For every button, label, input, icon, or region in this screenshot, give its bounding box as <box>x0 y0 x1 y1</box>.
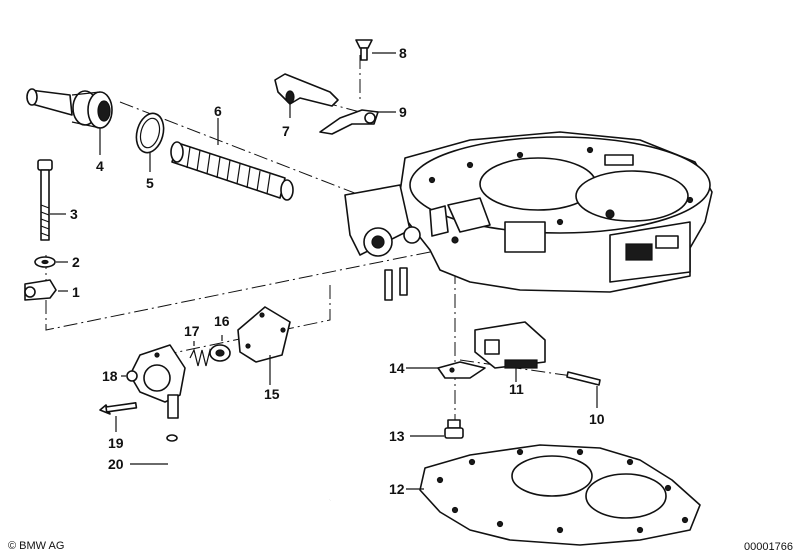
part-13-screw <box>444 419 464 439</box>
callout-6: 6 <box>214 103 222 119</box>
part-14-lever-plate <box>437 361 486 379</box>
callout-19: 19 <box>108 435 124 451</box>
callout-12: 12 <box>389 481 405 497</box>
callout-7: 7 <box>282 123 290 139</box>
part-10-pin <box>566 371 601 386</box>
carburettor-body <box>399 131 713 293</box>
part-3-bolt <box>37 159 53 241</box>
part-15-diaphragm <box>237 306 291 375</box>
callout-3: 3 <box>70 206 78 222</box>
part-12-gasket <box>419 444 701 546</box>
part-18-pump-cover <box>126 344 186 419</box>
copyright-notice: © BMW AG <box>8 540 65 552</box>
part-5-seal-ring <box>135 112 165 154</box>
document-number: 00001766 <box>744 541 793 553</box>
part-7-lever <box>274 73 339 118</box>
callout-20: 20 <box>108 456 124 472</box>
leader-lines <box>50 52 598 490</box>
part-19-screw <box>99 402 138 415</box>
part-9-throttle-lever <box>319 109 379 135</box>
part-11-valve <box>474 321 546 369</box>
part-20-hose <box>166 434 332 548</box>
part-8-screw <box>355 39 373 61</box>
part-4-hose-nipple <box>26 88 113 129</box>
callout-2: 2 <box>72 254 80 270</box>
callouts: 1 2 3 4 5 6 7 8 9 10 11 12 13 14 15 16 1… <box>70 45 605 497</box>
callout-4: 4 <box>96 158 104 174</box>
part-6-filter <box>170 118 294 201</box>
part-16-seal <box>209 344 231 362</box>
part-1-bracket <box>24 279 57 301</box>
callout-13: 13 <box>389 428 405 444</box>
callout-1: 1 <box>72 284 80 300</box>
callout-17: 17 <box>184 323 200 339</box>
pump-housing <box>344 184 421 301</box>
callout-16: 16 <box>214 313 230 329</box>
callout-18: 18 <box>102 368 118 384</box>
callout-15: 15 <box>264 386 280 402</box>
callout-14: 14 <box>389 360 405 376</box>
callout-11: 11 <box>509 381 524 397</box>
part-2-washer <box>34 256 56 268</box>
callout-8: 8 <box>399 45 407 61</box>
callout-10: 10 <box>589 411 605 427</box>
callout-5: 5 <box>146 175 154 191</box>
callout-9: 9 <box>399 104 407 120</box>
